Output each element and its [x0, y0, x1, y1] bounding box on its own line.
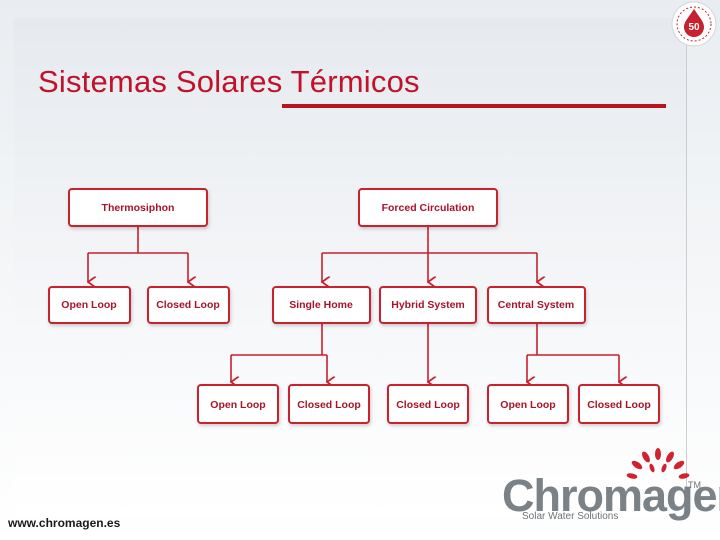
svg-text:Closed Loop: Closed Loop: [587, 399, 651, 411]
svg-text:Hybrid System: Hybrid System: [391, 299, 465, 311]
slide-title: Sistemas Solares Térmicos: [38, 64, 420, 99]
svg-text:Closed Loop: Closed Loop: [396, 399, 460, 411]
content-panel: [14, 18, 687, 516]
logo-tagline: Solar Water Solutions: [522, 511, 619, 522]
node-central-system: Central System: [487, 286, 586, 324]
connectors-central-system: [527, 323, 619, 382]
node-thermosiphon: Thermosiphon: [68, 188, 208, 227]
node-open-loop-central: Open Loop: [487, 384, 569, 424]
sun-rays-icon: [626, 448, 690, 479]
connectors-thermosiphon: [88, 226, 188, 282]
connectors-single-home: [231, 323, 327, 382]
svg-text:Single Home: Single Home: [289, 299, 353, 311]
svg-text:Central System: Central System: [498, 299, 574, 311]
seal-number: 50: [688, 22, 700, 33]
anniversary-seal-icon: 50: [671, 1, 717, 47]
svg-text:Forced Circulation: Forced Circulation: [382, 202, 475, 214]
node-closed-loop-single-home: Closed Loop: [288, 384, 370, 424]
node-hybrid-system: Hybrid System: [379, 286, 477, 324]
node-closed-loop-thermosiphon: Closed Loop: [147, 286, 230, 324]
svg-text:Closed Loop: Closed Loop: [297, 399, 361, 411]
node-single-home: Single Home: [272, 286, 371, 324]
node-open-loop-thermosiphon: Open Loop: [48, 286, 131, 324]
node-closed-loop-central: Closed Loop: [578, 384, 660, 424]
svg-text:Open Loop: Open Loop: [210, 399, 265, 411]
node-open-loop-single-home: Open Loop: [197, 384, 279, 424]
svg-text:Closed Loop: Closed Loop: [156, 299, 220, 311]
node-forced-circulation: Forced Circulation: [358, 188, 498, 227]
node-closed-loop-hybrid: Closed Loop: [387, 384, 469, 424]
logo-trademark: TM: [688, 480, 701, 490]
svg-text:Thermosiphon: Thermosiphon: [102, 202, 175, 214]
svg-text:Open Loop: Open Loop: [61, 299, 116, 311]
footer-website-link[interactable]: www.chromagen.es: [8, 516, 121, 530]
svg-text:Open Loop: Open Loop: [500, 399, 555, 411]
chromagen-logo: Chromagen TM Solar Water Solutions: [496, 448, 720, 528]
title-underline: [282, 104, 666, 108]
logo-wordmark: Chromagen: [502, 470, 720, 521]
connectors-forced-circulation: [322, 226, 537, 282]
